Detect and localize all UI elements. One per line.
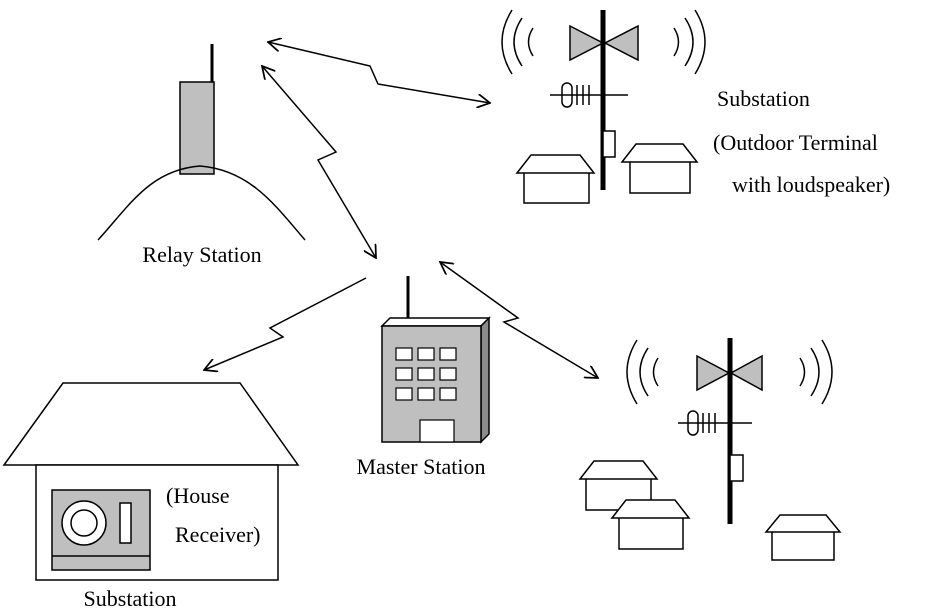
relay-station-label: Relay Station (142, 242, 261, 267)
antenna-icon (550, 82, 628, 108)
house-icon (515, 154, 596, 204)
radio-icon (51, 489, 151, 571)
house-icon (620, 143, 699, 194)
loudspeaker-icon (729, 354, 763, 392)
house-icon (610, 499, 691, 550)
lightning-arrow-icon (440, 262, 598, 378)
sound-wave-icon (799, 339, 833, 405)
master-station: Master Station (357, 276, 491, 479)
house-icon (2, 382, 300, 466)
house-icon (764, 514, 842, 561)
lightning-arrow-icon (268, 42, 490, 103)
loudspeaker-icon (696, 354, 731, 392)
outdoor-substation-top: Substation (Outdoor Terminal with loudsp… (501, 9, 890, 204)
outdoor-substation-bottom (578, 338, 842, 561)
loudspeaker-icon (569, 24, 605, 62)
lightning-arrow-icon (262, 66, 376, 258)
outdoor-substation-label-2: (Outdoor Terminal (713, 130, 878, 155)
master-station-label: Master Station (357, 454, 486, 479)
house-receiver-label-1: (House (166, 483, 230, 508)
terminal-box (602, 130, 616, 158)
tower-icon (179, 81, 215, 175)
loudspeaker-icon (603, 24, 639, 62)
outdoor-substation-label-3: with loudspeaker) (732, 172, 890, 197)
outdoor-substation-label-1: Substation (717, 86, 810, 111)
sound-wave-icon (673, 9, 706, 75)
house-receiver-label-2: Receiver) (175, 522, 261, 547)
sound-wave-icon (501, 9, 534, 75)
house-substation: (House Receiver) Substation (2, 382, 300, 611)
lightning-arrow-icon (204, 277, 367, 370)
sound-wave-icon (626, 339, 659, 405)
house-substation-label: Substation (84, 586, 177, 611)
relay-station: Relay Station (97, 44, 306, 267)
terminal-box (729, 454, 744, 482)
house-icon (578, 460, 659, 511)
antenna-icon (678, 410, 752, 436)
building-icon (380, 316, 491, 444)
hill-icon (97, 165, 306, 241)
